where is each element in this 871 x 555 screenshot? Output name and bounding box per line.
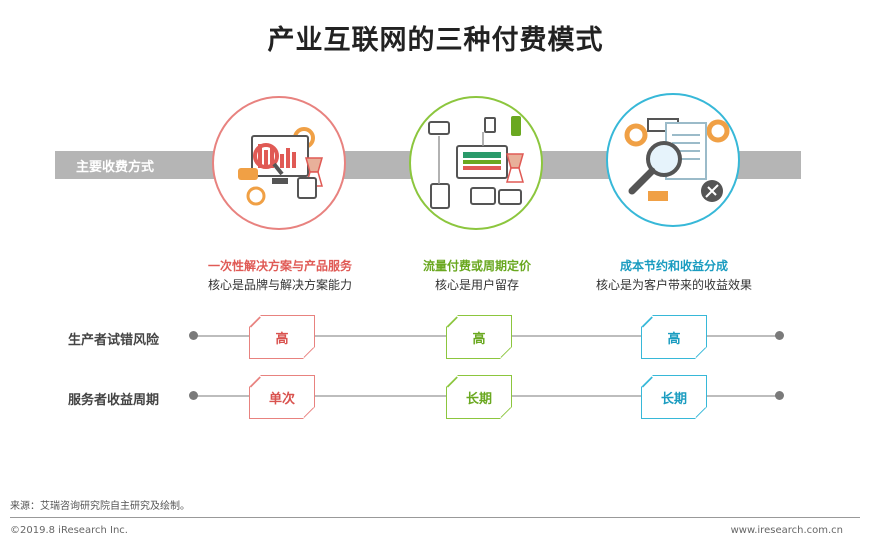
copyright: ©2019.8 iResearch Inc. [10, 525, 128, 536]
magnifier-gears-icon [624, 118, 730, 202]
model-title-2: 流量付费或周期定价 [422, 259, 531, 273]
devices-network-icon [428, 116, 524, 209]
band-label: 主要收费方式 [76, 160, 155, 175]
risk-tag-1: 高 [249, 315, 315, 359]
source-note: 来源：艾瑞咨询研究院自主研究及绘制。 [10, 501, 190, 512]
model-subtitle-2: 核心是用户留存 [434, 278, 519, 292]
row-label-cycle: 服务者收益周期 [68, 393, 160, 408]
cycle-tag-1: 单次 [249, 375, 315, 419]
model-title-1: 一次性解决方案与产品服务 [207, 259, 352, 273]
model-circle-3 [606, 93, 740, 227]
cycle-tag-3: 长期 [641, 375, 707, 419]
risk-tag-2: 高 [446, 315, 512, 359]
model-subtitle-1: 核心是品牌与解决方案能力 [207, 278, 352, 292]
row-label-risk: 生产者试错风险 [68, 333, 160, 348]
row-end-dot [775, 331, 784, 340]
model-title-3: 成本节约和收益分成 [619, 259, 728, 273]
model-subtitle-3: 核心是为客户带来的收益效果 [595, 278, 752, 292]
cycle-tag-2: 长期 [446, 375, 512, 419]
page-title: 产业互联网的三种付费模式 [267, 25, 604, 56]
row-start-dot [189, 331, 198, 340]
risk-tag-3: 高 [641, 315, 707, 359]
footer-divider [10, 517, 860, 518]
row-start-dot [189, 391, 198, 400]
dashboard-monitor-icon [238, 127, 323, 206]
row-end-dot [775, 391, 784, 400]
website-link: www.iresearch.com.cn [730, 525, 843, 536]
model-circle-2 [409, 96, 543, 230]
model-circle-1 [212, 96, 346, 230]
